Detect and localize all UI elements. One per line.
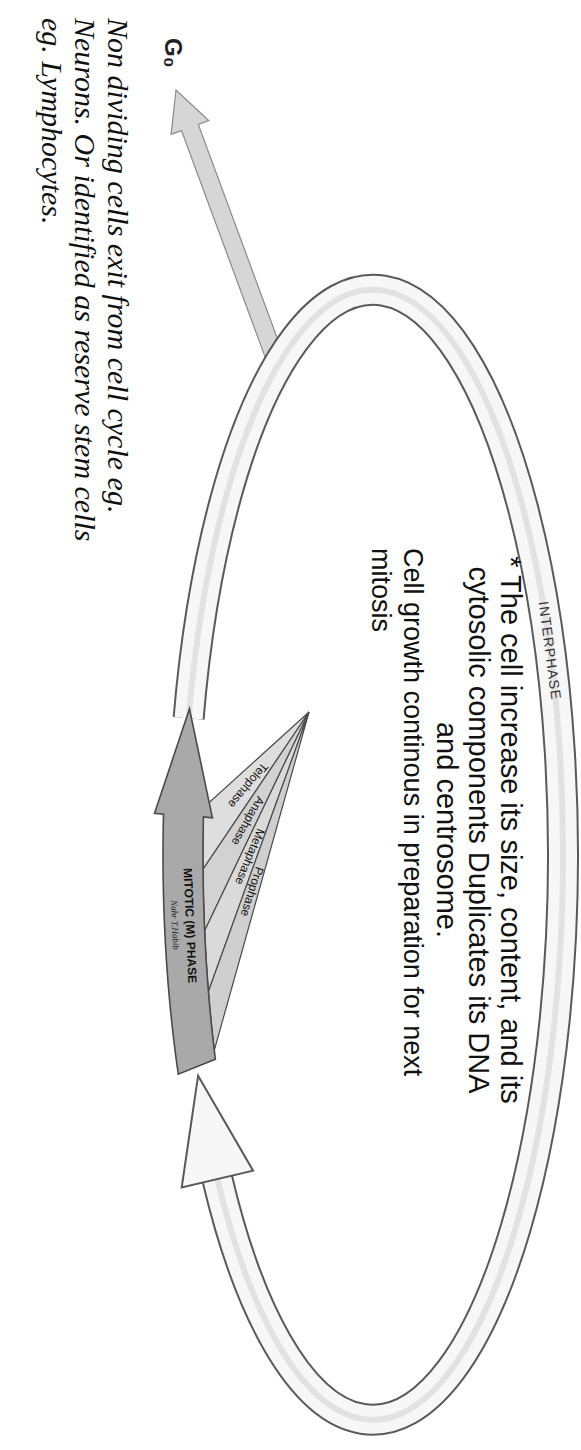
g0-label: G₀ [159, 38, 187, 67]
g0-note: Non dividing cells exit from cell cycle … [36, 18, 135, 568]
g0-arrow [171, 90, 286, 369]
cycle-phase-label: INTERPHASE [535, 600, 564, 701]
interphase-note: Cell growth continous in preparation for… [365, 548, 429, 1093]
interphase-band [189, 290, 563, 1420]
shape-path [155, 709, 216, 1074]
interphase-arrowhead [182, 1076, 253, 1188]
interphase-band-shade [189, 290, 563, 1420]
phase-band: MITOTIC (M) PHASE [151, 705, 219, 1078]
author-signature: Nahr T.Habib [169, 900, 181, 950]
interphase-description: * The cell increase its size, content, a… [431, 550, 527, 1110]
shape-path [208, 712, 309, 1050]
interphase-band-outline [189, 290, 563, 1420]
